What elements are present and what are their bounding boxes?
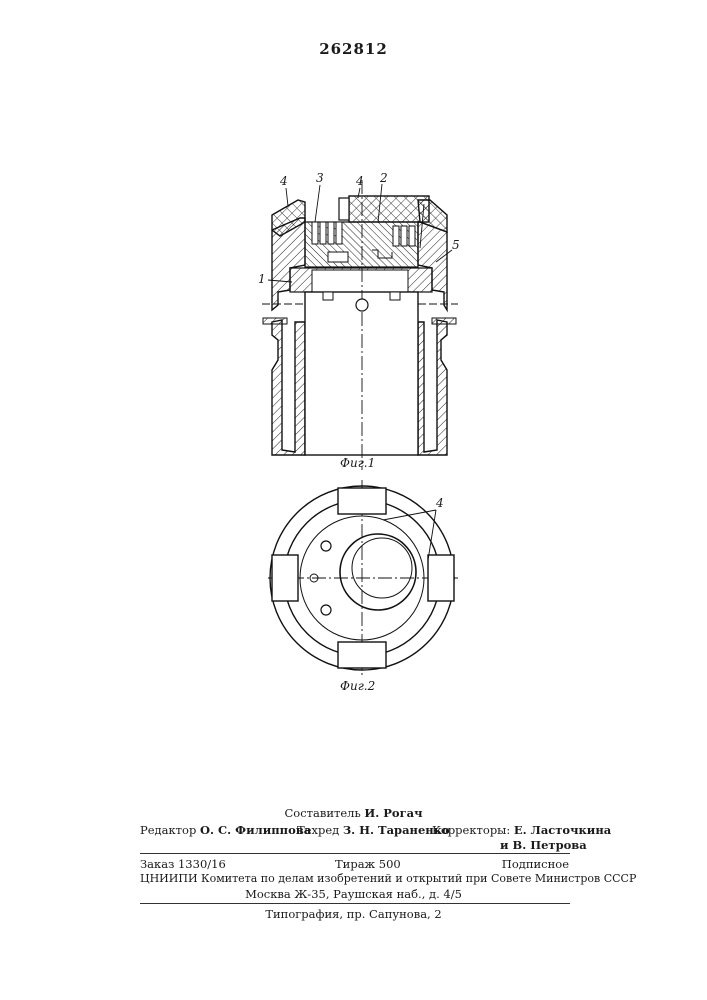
figure-1-drawing: [0, 0, 707, 720]
callout-4-left: 4: [280, 174, 288, 188]
techred-label: Техред: [297, 823, 339, 837]
bore: [305, 292, 418, 455]
compiler-label: Составитель: [284, 806, 360, 820]
editor-label: Редактор: [140, 823, 196, 837]
jaw-center: [349, 196, 429, 222]
correctors-label: Корректоры:: [432, 823, 510, 837]
address: Москва Ж-35, Раушская наб., д. 4/5: [0, 887, 707, 901]
housing-right: [418, 222, 447, 310]
circulation: Тираж 500: [335, 857, 401, 871]
callout-2: 2: [380, 171, 388, 185]
fig2-callout-4: 4: [436, 496, 444, 510]
callout-3: 3: [316, 171, 324, 185]
compiler-name: И. Рогач: [364, 806, 422, 820]
correctors-line: Корректоры: Е. Ласточкина: [432, 823, 611, 837]
figure-1-caption: Фиг.1: [340, 456, 375, 470]
footer-rule-top: [140, 853, 570, 854]
figure-2-caption: Фиг.2: [340, 679, 375, 693]
housing-left: [272, 218, 305, 310]
editor-line: Редактор О. С. Филиппова: [140, 823, 311, 837]
callout-4-center: 4: [356, 174, 364, 188]
techred-line: Техред З. Н. Тараненко: [297, 823, 450, 837]
subscription: Подписное: [470, 857, 569, 871]
editor-name: О. С. Филиппова: [200, 823, 311, 837]
callout-1: 1: [258, 272, 266, 286]
order-number: Заказ 1330/16: [140, 857, 226, 871]
housing-right-lower: [418, 320, 447, 455]
compiler-line: Составитель И. Рогач: [0, 806, 707, 820]
corrector-1: Е. Ласточкина: [514, 823, 611, 837]
jaw-key: [339, 198, 349, 220]
corrector-2: и В. Петрова: [500, 838, 569, 852]
footer-rule-bottom: [140, 903, 570, 904]
housing-left-lower: [272, 320, 305, 455]
org-line: ЦНИИПИ Комитета по делам изобретений и о…: [140, 872, 570, 885]
printing-house: Типография, пр. Сапунова, 2: [0, 907, 707, 921]
callout-5: 5: [452, 238, 460, 252]
